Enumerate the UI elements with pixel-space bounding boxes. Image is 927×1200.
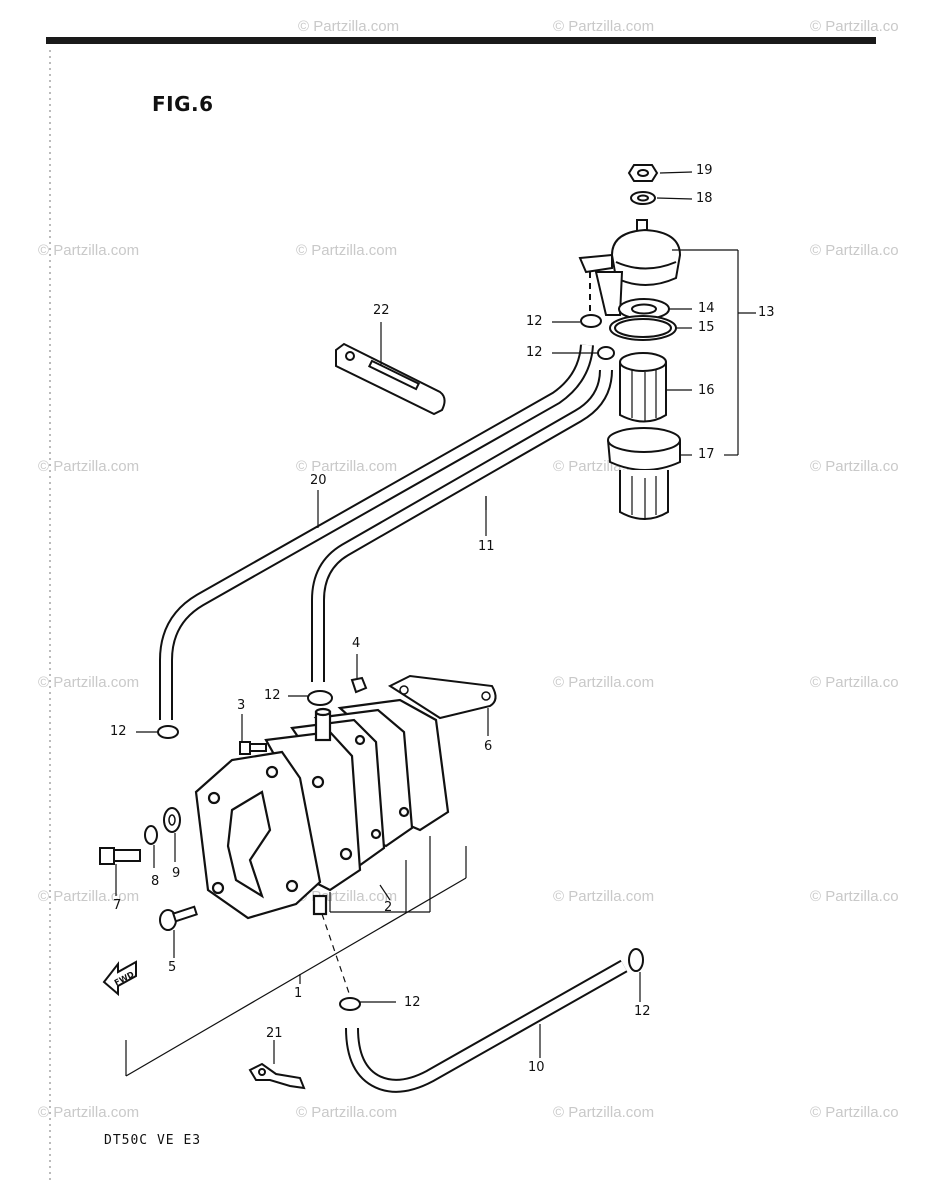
- callout-20: 20: [310, 473, 327, 488]
- watermark: © Partzilla.com: [553, 1104, 655, 1121]
- callout-5: 5: [168, 960, 177, 975]
- callout-8: 8: [151, 874, 160, 889]
- pump-inlet-nipple: [314, 710, 332, 742]
- fuel-pump: [194, 698, 450, 920]
- callout-19: 19: [696, 163, 713, 178]
- nut-4: [350, 676, 368, 694]
- watermark: © Partzilla.com: [553, 674, 655, 691]
- screw-5: [159, 905, 198, 931]
- watermark: © Partzilla.co: [810, 18, 899, 35]
- callout-4: 4: [352, 636, 361, 651]
- bolt-7: [99, 847, 141, 865]
- fuel-hose-11-inner: [313, 369, 611, 682]
- watermark: © Partzilla.com: [38, 674, 140, 691]
- bracket-22: [335, 342, 446, 416]
- clamp-12: [597, 346, 615, 360]
- callout-12: 12: [526, 345, 543, 360]
- fuel-filter-assembly: [578, 164, 682, 520]
- callout-21: 21: [266, 1026, 283, 1041]
- top-border: [46, 37, 876, 44]
- fuel-hose-11: [311, 369, 613, 682]
- pump-outlet-nipple: [312, 894, 328, 916]
- clip-21: [248, 1062, 306, 1090]
- callout-12: 12: [404, 995, 421, 1010]
- callout-22: 22: [373, 303, 390, 318]
- fuel-hose-20-inner: [161, 344, 592, 720]
- callout-12: 12: [110, 724, 127, 739]
- watermark: © Partzilla.com: [298, 18, 400, 35]
- model-code: DT50C VE E3: [104, 1133, 202, 1148]
- cap-nipple-upper: [578, 253, 613, 274]
- callout-12: 12: [634, 1004, 651, 1019]
- callout-10: 10: [528, 1060, 545, 1075]
- callout-17: 17: [698, 447, 715, 462]
- callout-13: 13: [758, 305, 775, 320]
- callout-2: 2: [384, 900, 393, 915]
- watermark: © Partzilla.com: [38, 458, 140, 475]
- callout-12: 12: [264, 688, 281, 703]
- clamp-12: [580, 314, 602, 328]
- watermark: © Partzilla.com: [296, 458, 398, 475]
- watermark: © Partzilla.co: [810, 242, 899, 259]
- callout-16: 16: [698, 383, 715, 398]
- watermark: © Partzilla.com: [296, 242, 398, 259]
- watermark: © Partzilla.co: [810, 888, 899, 905]
- leader-lines: [115, 171, 756, 1077]
- figure-title: FIG.6: [152, 92, 214, 116]
- callout-12: 12: [526, 314, 543, 329]
- callout-14: 14: [698, 301, 715, 316]
- watermark: © Partzilla.com: [553, 888, 655, 905]
- clamp-12: [157, 725, 179, 739]
- callout-6: 6: [484, 739, 493, 754]
- clamp-12: [628, 948, 644, 972]
- callout-9: 9: [172, 866, 181, 881]
- gasket-6: [387, 674, 497, 720]
- filter-cap: [610, 228, 682, 286]
- forward-arrow-icon: FWD: [102, 960, 137, 997]
- callout-11: 11: [478, 539, 495, 554]
- callout-3: 3: [237, 698, 246, 713]
- clamp-12: [307, 690, 333, 706]
- callout-7: 7: [113, 898, 122, 913]
- watermark: © Partzilla.co: [810, 458, 899, 475]
- watermark: © Partzilla.co: [810, 674, 899, 691]
- watermark: © Partzilla.com: [38, 1104, 140, 1121]
- watermark: © Partzilla.com: [553, 18, 655, 35]
- screw-3: [239, 741, 267, 755]
- watermark: © Partzilla.com: [38, 888, 140, 905]
- watermark: © Partzilla.co: [810, 1104, 899, 1121]
- watermark: © Partzilla.com: [38, 242, 140, 259]
- callout-15: 15: [698, 320, 715, 335]
- clamp-12: [339, 997, 361, 1011]
- callout-1: 1: [294, 986, 303, 1001]
- cap-nipple-lower: [594, 271, 624, 316]
- watermark: © Partzilla.com: [296, 1104, 398, 1121]
- washer-8: [144, 825, 158, 845]
- callout-18: 18: [696, 191, 713, 206]
